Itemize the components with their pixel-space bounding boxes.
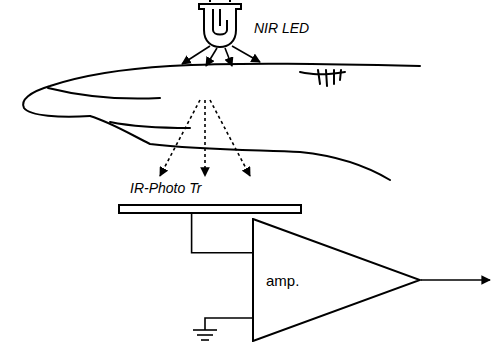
ground-symbol [197,334,213,336]
ground-symbol [201,339,209,341]
transmitted-ray [160,100,200,176]
fingernail [48,88,160,99]
amp-label: amp. [266,272,299,289]
light-ray [225,48,232,66]
part-label: NIR LED [254,20,309,36]
finger-outline [23,64,420,117]
led-source: NIR LED [196,0,326,50]
light-ray [182,46,210,64]
finger-underside [90,116,390,180]
light-ray [206,48,217,66]
knuckle-line [300,72,345,74]
ground-wire [205,318,254,330]
transmitted-ray [204,100,206,176]
output-wire [421,279,490,281]
ground-symbol [193,329,217,331]
transmitted-ray [210,100,250,176]
signal-wire [192,214,254,253]
led-symbol [196,0,246,50]
photo-transistor: IR-Photo Tr [118,180,302,214]
finger-crease [110,122,190,128]
amplifier-triangle: amp. [252,218,422,342]
sensor-bar [118,204,302,214]
light-ray [232,46,260,62]
part-label: IR-Photo Tr [130,180,201,196]
